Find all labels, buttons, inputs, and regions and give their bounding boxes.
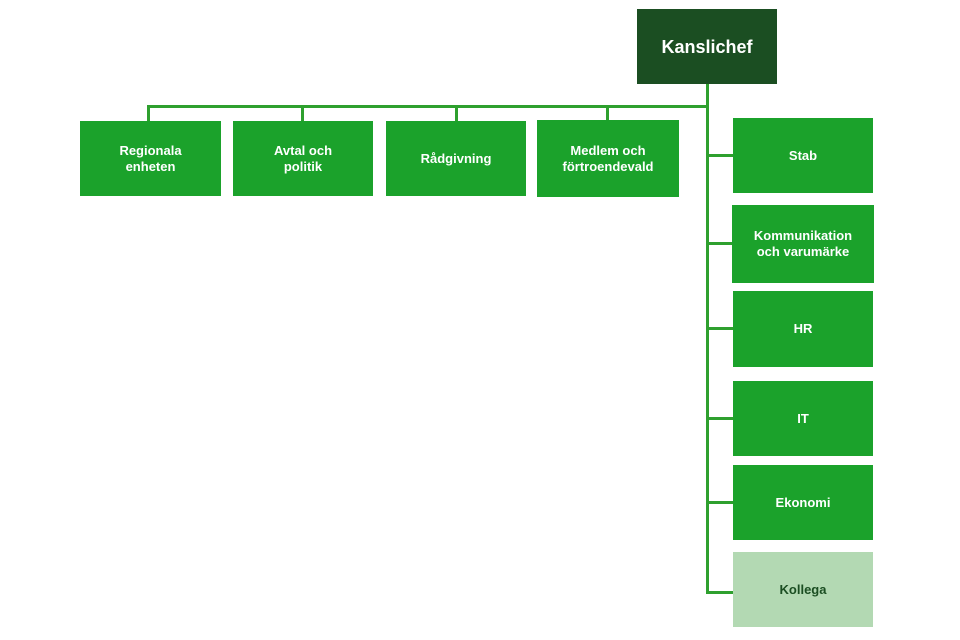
org-node-staff[interactable]: HR [733, 291, 873, 367]
org-node-department[interactable]: Avtal och politik [233, 121, 373, 196]
connector-staff-6 [706, 591, 734, 594]
org-node-department[interactable]: Medlem och förtroendevald [537, 120, 679, 197]
connector-dept-4 [606, 105, 609, 122]
org-node-department[interactable]: Regionala enheten [80, 121, 221, 196]
connector-dept-2 [301, 105, 304, 122]
connector-dept-1 [147, 105, 150, 122]
org-node-staff[interactable]: Stab [733, 118, 873, 193]
connector-root-down [706, 84, 709, 594]
connector-staff-4 [706, 417, 734, 420]
connector-staff-5 [706, 501, 734, 504]
org-node-staff[interactable]: IT [733, 381, 873, 456]
connector-horizontal [147, 105, 709, 108]
connector-staff-1 [706, 154, 734, 157]
org-node-staff-muted[interactable]: Kollega [733, 552, 873, 627]
org-node-root[interactable]: Kanslichef [637, 9, 777, 84]
org-node-staff[interactable]: Kommunikation och varumärke [732, 205, 874, 283]
connector-staff-2 [706, 242, 734, 245]
org-node-department[interactable]: Rådgivning [386, 121, 526, 196]
connector-staff-3 [706, 327, 734, 330]
org-node-staff[interactable]: Ekonomi [733, 465, 873, 540]
connector-dept-3 [455, 105, 458, 122]
